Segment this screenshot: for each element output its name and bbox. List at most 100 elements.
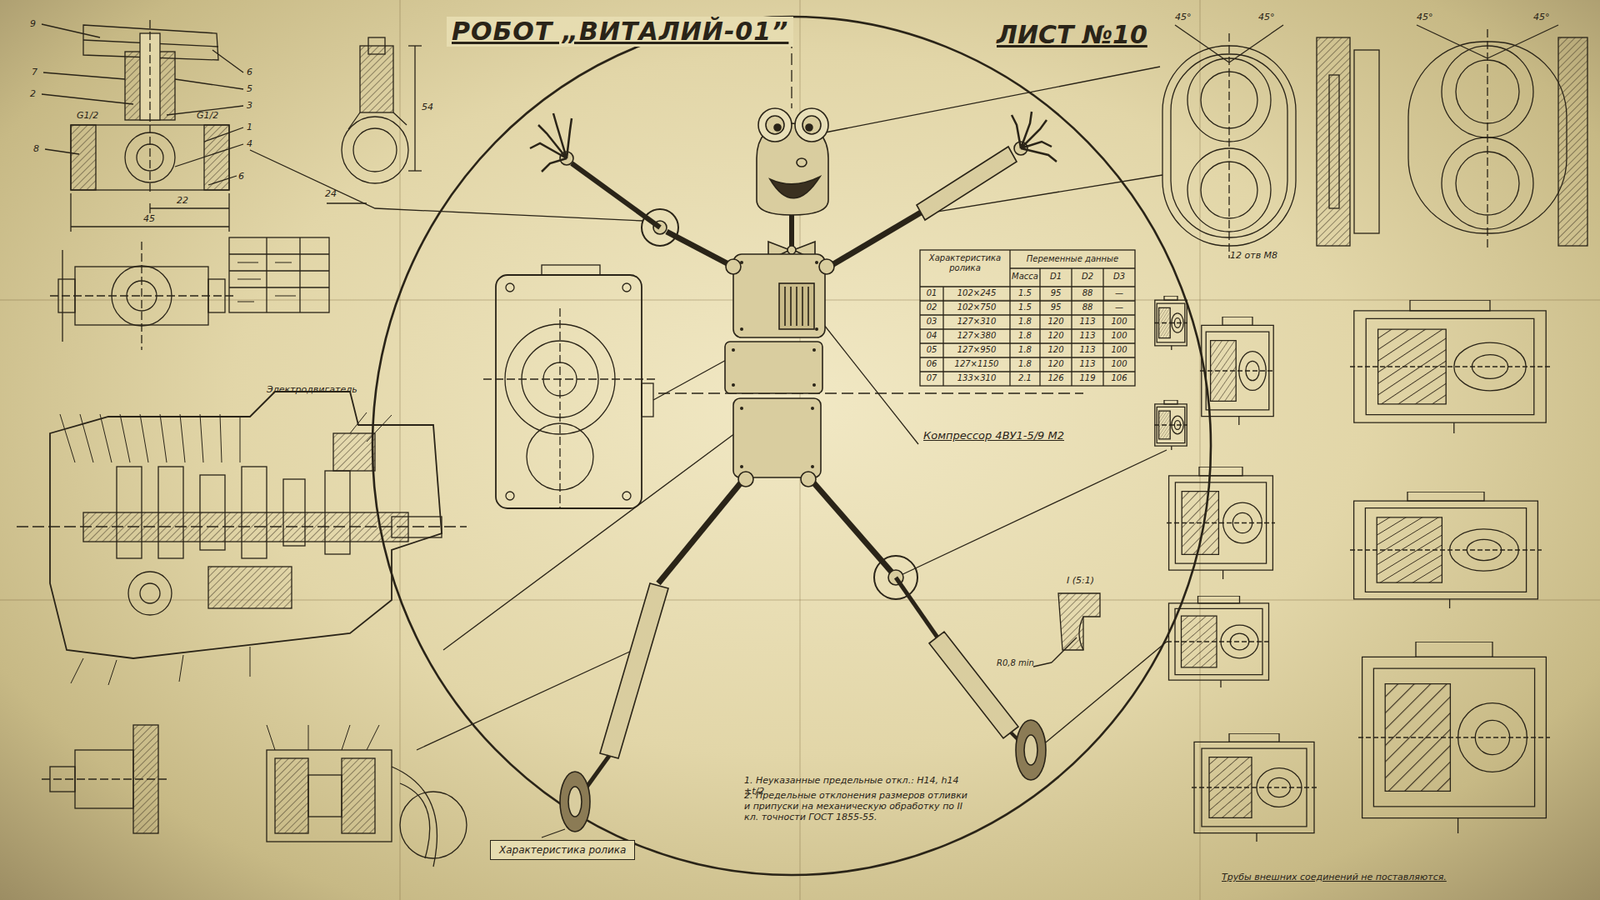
dimension: 12 отв M8: [1230, 250, 1278, 261]
blueprint-lines: [368, 37, 385, 55]
blueprint-lines: [1191, 733, 1317, 842]
table-cell: 127×950: [943, 345, 1010, 355]
table-cell: 88: [1071, 288, 1104, 299]
table-cell: 02: [920, 302, 944, 313]
robot-figure: [725, 259, 741, 275]
blueprint-lines: [372, 16, 1211, 875]
blueprint-lines: [208, 566, 292, 609]
robot-figure: [812, 383, 816, 387]
blueprint-lines: [116, 466, 142, 559]
blueprint-lines: [229, 237, 330, 313]
table-cell: 1.8: [1010, 345, 1040, 355]
blueprint-lines: [60, 412, 392, 463]
blueprint-lines: [920, 370, 1135, 372]
blueprint-lines: [1039, 268, 1040, 386]
robot-figure: [733, 398, 821, 478]
robot-figure: [916, 146, 1017, 220]
dimension: 45°: [1258, 11, 1275, 23]
blueprint-lines: [820, 66, 1160, 134]
blueprint-lines: [266, 750, 392, 842]
blueprint-lines: [70, 125, 96, 190]
robot-figure: [805, 124, 813, 131]
sheet-number: ЛИСТ №10: [996, 20, 1148, 50]
blueprint-lines: [283, 479, 305, 546]
table-cell: 04: [920, 330, 944, 341]
dimension: 22: [176, 195, 189, 206]
blueprint-lines: [70, 646, 250, 685]
robot-figure: [731, 260, 819, 469]
part-name: Электродвигатель: [266, 384, 358, 395]
blueprint-lines: [1486, 29, 1488, 250]
table-cell: 120: [1040, 330, 1072, 341]
blueprint-lines: [622, 283, 631, 292]
table-cell: 2.1: [1010, 373, 1040, 384]
callout-number: 8: [33, 143, 40, 155]
robot-figure: [740, 465, 744, 469]
blueprint-lines: [229, 270, 330, 271]
blueprint-lines: [541, 829, 565, 838]
robot-figure: [810, 406, 815, 410]
robot-figure: [765, 115, 785, 135]
blueprint-lines: [348, 112, 407, 130]
blueprint-lines: [658, 392, 1084, 394]
robot-figure: [770, 176, 820, 199]
table-cell: 88: [1071, 302, 1104, 313]
blueprint-lines: [149, 203, 150, 214]
blueprint-lines: [237, 262, 296, 302]
table-cell: 1.5: [1010, 302, 1040, 313]
blueprint-lines: [391, 766, 437, 867]
blueprint-lines: [1009, 250, 1010, 386]
robot-figure: [740, 406, 744, 410]
table-cell: 1.8: [1010, 359, 1040, 370]
blueprint-lines: [408, 170, 422, 171]
blueprint-lines: [1102, 268, 1104, 386]
dimension: 45°: [1175, 11, 1192, 23]
robot-figure: [731, 383, 735, 387]
table-cell: 1.8: [1010, 316, 1040, 327]
blueprint-lines: [1051, 637, 1077, 663]
blueprint-lines: [495, 275, 642, 509]
blueprint-lines: [1033, 662, 1052, 667]
table-header: Характеристика ролика: [920, 253, 1010, 274]
blueprint-lines: [1010, 267, 1135, 269]
robot-figure: [815, 260, 819, 265]
dimension: 24: [325, 188, 337, 200]
table-cell: 95: [1040, 302, 1072, 313]
table-cell: 120: [1040, 345, 1072, 355]
blueprint-lines: [541, 265, 600, 275]
robot-figure: [929, 631, 1019, 739]
robot-figure: [802, 115, 821, 135]
blueprint-lines: [1200, 316, 1275, 425]
table-cell: 127×1150: [943, 359, 1010, 370]
blueprint-lines: [1358, 641, 1550, 834]
blueprint-lines: [41, 94, 134, 105]
blueprint-lines: [41, 778, 167, 780]
blueprint-lines: [920, 356, 1135, 358]
note: Трубы внешних соединений не поставляются…: [1221, 871, 1447, 883]
table-cell: 113: [1071, 330, 1104, 341]
callout-number: 4: [246, 138, 253, 150]
table-cell: 100: [1103, 330, 1135, 341]
blueprint-lines: [228, 193, 230, 232]
paper-folds: [1199, 0, 1201, 900]
blueprint-lines: [175, 79, 244, 90]
table-cell: 113: [1071, 359, 1104, 370]
robot-figure: [796, 158, 807, 167]
table-cell: 01: [920, 288, 944, 299]
blueprint-lines: [895, 450, 1167, 578]
table-cell: 95: [1040, 288, 1072, 299]
blueprint-lines: [942, 286, 944, 386]
blueprint-lines: [920, 342, 1135, 344]
blueprint-lines: [41, 24, 100, 38]
blueprint-lines: [505, 491, 515, 500]
blueprint-lines: [1154, 400, 1188, 450]
table-cell: 113: [1071, 345, 1104, 355]
table-cell: 03: [920, 316, 944, 327]
blueprint-lines: [1070, 268, 1072, 386]
blueprint-lines: [299, 237, 300, 313]
callout-number: 1: [246, 121, 253, 133]
robot-figure: [800, 471, 816, 487]
robot-figure: [785, 286, 809, 326]
robot-figure: [658, 476, 746, 584]
